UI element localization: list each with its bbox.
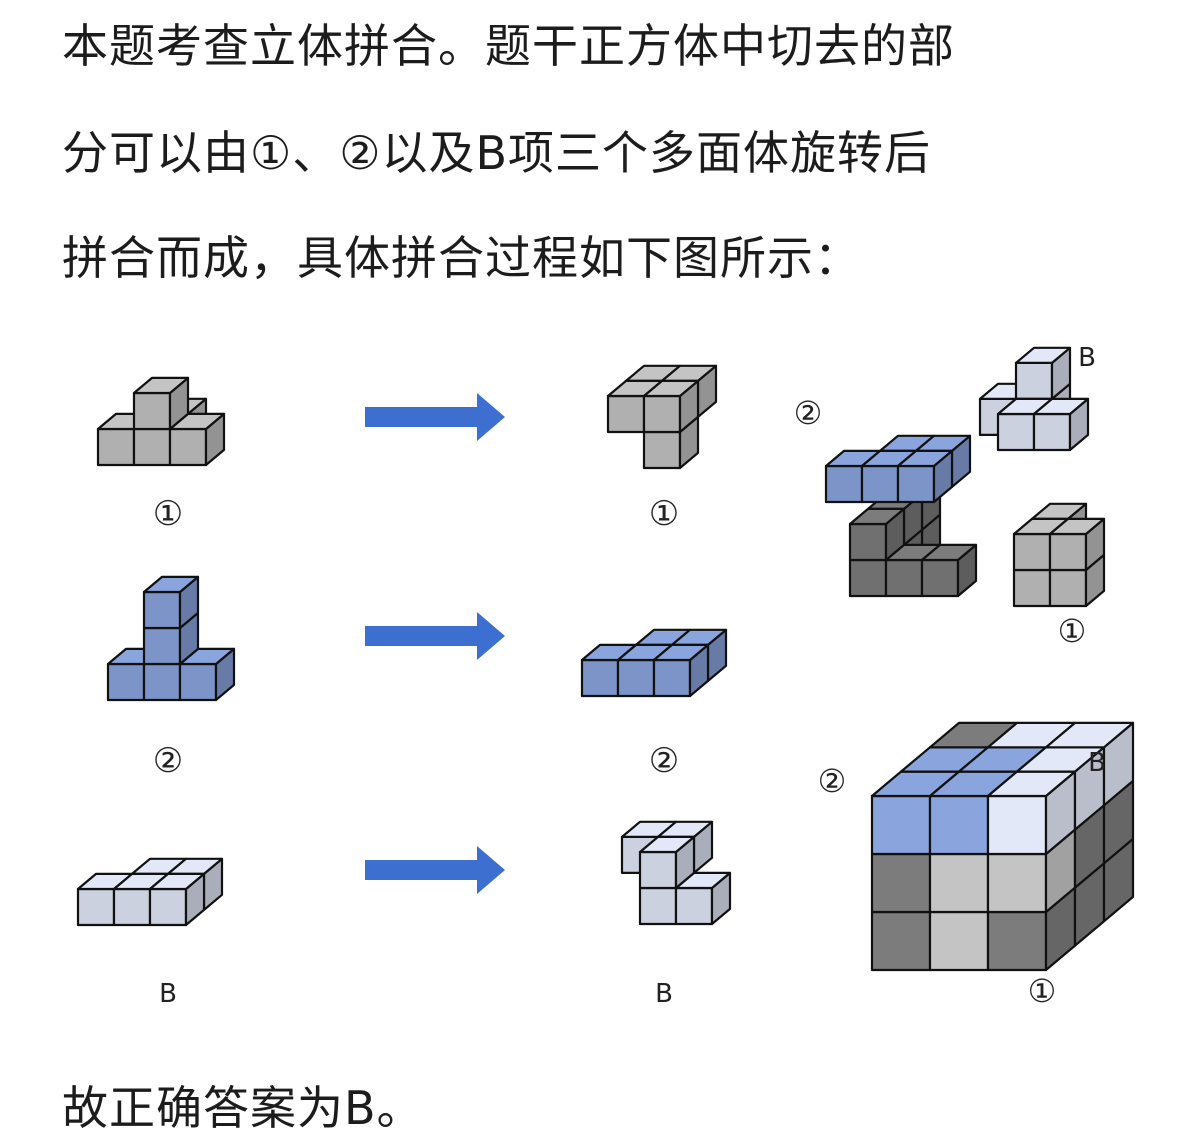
cube-top-face: [848, 507, 906, 526]
piece-2-rotated: [580, 628, 728, 698]
explanation-line-2: 分可以由①、②以及B项三个多面体旋转后: [62, 126, 932, 180]
cube-front-face: [1048, 568, 1088, 608]
cube-front-face: [996, 412, 1036, 452]
cube-top-face: [148, 872, 206, 891]
piece-1-original: [96, 376, 226, 467]
cube-front-face: [132, 427, 172, 467]
row2-right-label: ②: [649, 741, 679, 781]
piece-b-original: [76, 857, 224, 927]
cube-front-face: [652, 658, 692, 698]
cube-top-face: [1044, 721, 1135, 749]
cube-front-face: [860, 464, 900, 504]
cube-front-face: [674, 886, 714, 926]
piece-b-rotated: [620, 820, 732, 926]
cube-front-face: [606, 394, 646, 434]
assembly-bottom-label-b: B: [1088, 748, 1106, 778]
cube-front-face: [920, 558, 960, 598]
cube-top-face: [896, 449, 954, 468]
cube-front-face: [76, 887, 116, 927]
row1-right-label: ①: [649, 494, 679, 534]
cube-front-face: [928, 794, 990, 856]
assembly-piece-2: [824, 434, 972, 504]
row3-right-label: B: [655, 979, 673, 1009]
cube-front-face: [1032, 412, 1072, 452]
cube-front-face: [848, 558, 888, 598]
explanation-line-3: 拼合而成，具体拼合过程如下图所示：: [62, 231, 861, 285]
cube-front-face: [112, 887, 152, 927]
cube-front-face: [148, 887, 188, 927]
cube-front-face: [638, 850, 678, 890]
cube-front-face: [884, 558, 924, 598]
cube-front-face: [638, 886, 678, 926]
cube-front-face: [142, 590, 182, 630]
cube-front-face: [896, 464, 936, 504]
row2-left-label: ②: [153, 741, 183, 781]
cube-top-face: [1048, 517, 1106, 536]
assembly-top-label-b: B: [1078, 343, 1096, 373]
transform-arrow-1: [365, 393, 505, 441]
cube-top-face: [638, 835, 696, 854]
cube-front-face: [848, 522, 888, 562]
cube-front-face: [1014, 361, 1054, 401]
conclusion-text: 故正确答案为B。: [62, 1081, 424, 1135]
cube-front-face: [168, 427, 208, 467]
cube-front-face: [986, 910, 1048, 972]
cube-front-face: [1012, 532, 1052, 572]
cube-front-face: [178, 662, 218, 702]
transform-arrow-2: [365, 612, 505, 660]
cube-front-face: [928, 910, 990, 972]
assembly-piece-1: [1012, 502, 1106, 608]
transform-arrow-3: [365, 846, 505, 894]
cube-front-face: [986, 794, 1048, 856]
cube-front-face: [928, 852, 990, 914]
assembly-top-label-2: ②: [794, 394, 823, 432]
assembly-bottom-label-1: ①: [1028, 972, 1057, 1010]
cube-front-face: [870, 794, 932, 856]
assembled-cube: [870, 721, 1135, 972]
cube-front-face: [142, 662, 182, 702]
cube-front-face: [642, 430, 682, 470]
cube-front-face: [642, 394, 682, 434]
cube-front-face: [616, 658, 656, 698]
assembly-figure: ① ① ② ② B B B ② ① ② B ①: [76, 343, 1135, 1010]
cube-top-face: [132, 376, 190, 395]
cube-front-face: [142, 626, 182, 666]
assembly-top-label-1: ①: [1058, 612, 1087, 650]
cube-front-face: [870, 852, 932, 914]
assembly-bottom-label-2: ②: [818, 762, 847, 800]
assembly-piece-b: [978, 346, 1090, 452]
cube-front-face: [870, 910, 932, 972]
cube-front-face: [132, 391, 172, 431]
cube-front-face: [986, 852, 1048, 914]
cube-front-face: [96, 427, 136, 467]
cube-front-face: [824, 464, 864, 504]
cube-top-face: [642, 379, 700, 398]
cube-top-face: [1014, 346, 1072, 365]
row1-left-label: ①: [153, 494, 183, 534]
cube-front-face: [1012, 568, 1052, 608]
piece-2-original: [106, 575, 236, 702]
cube-top-face: [920, 543, 978, 562]
cube-top-face: [142, 575, 200, 594]
cube-top-face: [652, 643, 710, 662]
explanation-line-1: 本题考查立体拼合。题干正方体中切去的部: [62, 19, 955, 73]
cube-front-face: [580, 658, 620, 698]
piece-1-rotated: [606, 364, 718, 470]
cube-top-face: [1032, 397, 1090, 416]
cube-front-face: [106, 662, 146, 702]
row3-left-label: B: [159, 979, 177, 1009]
cube-front-face: [1048, 532, 1088, 572]
